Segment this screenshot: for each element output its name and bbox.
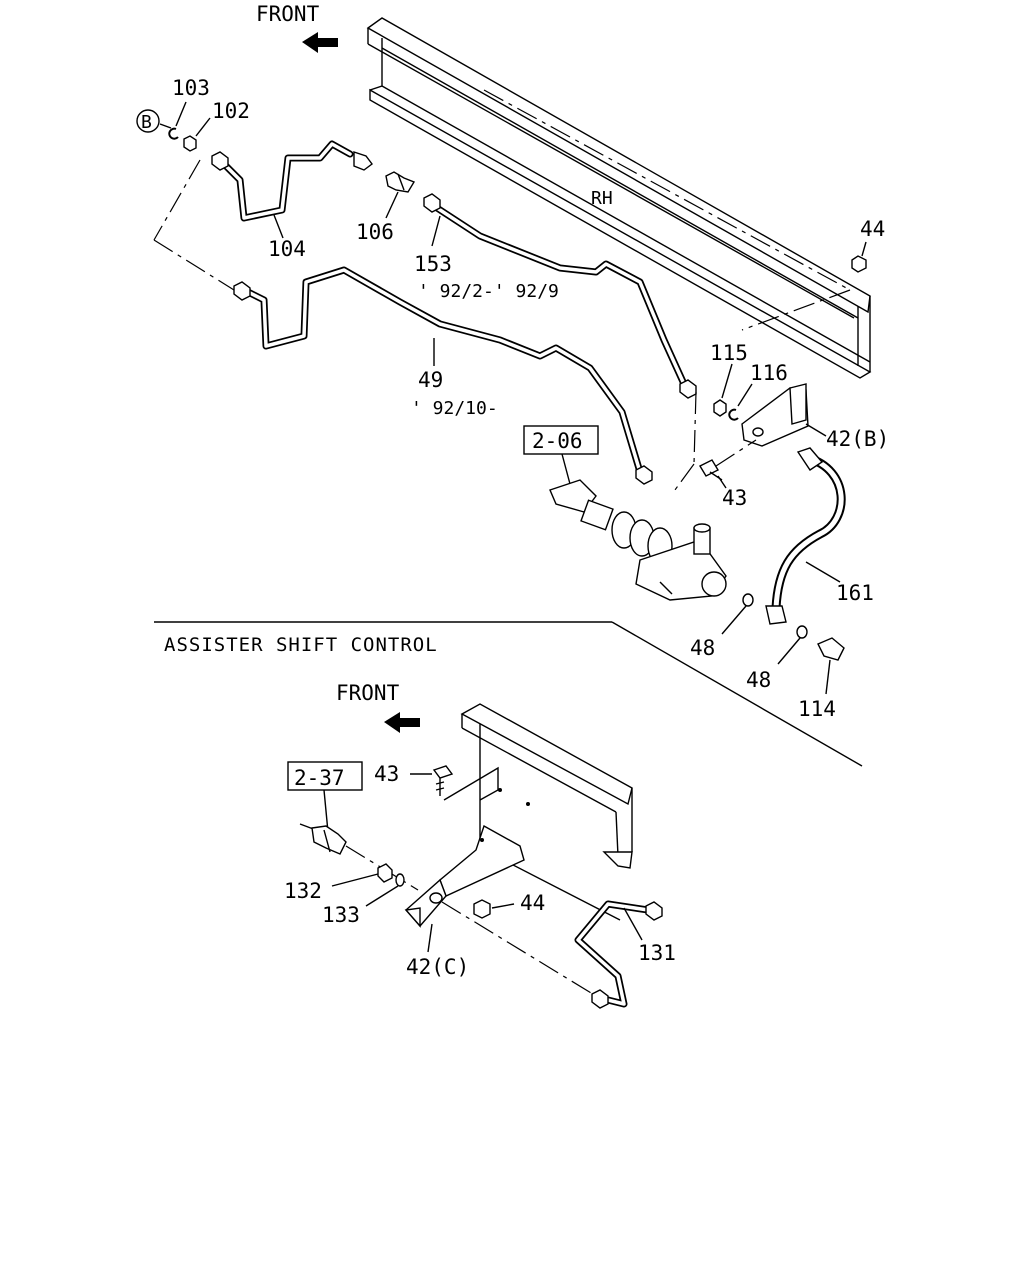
- label-49-date: ' 92/10-: [411, 398, 498, 419]
- section-divider: [154, 621, 863, 767]
- label-115: 115: [710, 341, 748, 365]
- front-label-top: FRONT: [256, 2, 320, 26]
- nut-44-bottom: [473, 899, 491, 919]
- label-43-top: 43: [722, 486, 747, 510]
- nut-44-top: [851, 255, 867, 273]
- label-48-right: 48: [746, 668, 771, 692]
- callout-b-circle: B: [136, 109, 160, 133]
- label-44-bottom: 44: [520, 891, 545, 915]
- pipe-49: [233, 266, 653, 485]
- ref-box-2-37: 2-37: [287, 761, 363, 791]
- pipe-104: [211, 140, 373, 222]
- pipe-153: [423, 193, 697, 399]
- pipe-131: [574, 900, 663, 1009]
- front-arrow-bottom-icon: [384, 712, 420, 733]
- ref-2-06-text: 2-06: [532, 429, 583, 453]
- bolt-114: [817, 637, 845, 661]
- nut-132: [377, 863, 393, 883]
- label-104: 104: [268, 237, 306, 261]
- bolt-43-bottom: [432, 765, 454, 796]
- label-42b: 42(B): [826, 427, 889, 451]
- label-48-left: 48: [690, 636, 715, 660]
- label-103: 103: [172, 76, 210, 100]
- label-44-top: 44: [860, 217, 885, 241]
- hose-161: [765, 447, 846, 625]
- nut-102: [183, 135, 197, 152]
- label-153-date: ' 92/2-' 92/9: [418, 281, 559, 302]
- label-161: 161: [836, 581, 874, 605]
- callout-b-symbol: B: [141, 112, 152, 133]
- frame-rail-bottom: [460, 703, 633, 921]
- label-49: 49: [418, 368, 443, 392]
- section-title: ASSISTER SHIFT CONTROL: [164, 634, 438, 656]
- valve-fitting: [299, 823, 347, 855]
- label-106: 106: [356, 220, 394, 244]
- label-116: 116: [750, 361, 788, 385]
- rh-label: RH: [591, 188, 613, 209]
- washer-133: [395, 873, 405, 887]
- bolt-43-top: [699, 459, 723, 481]
- bracket-42b: [741, 383, 809, 447]
- front-arrow-icon: [302, 32, 338, 53]
- shift-cylinder: [549, 479, 727, 601]
- frame-rail-top: [366, 17, 872, 379]
- washer-48-left: [742, 593, 754, 607]
- washer-48-right: [796, 625, 808, 639]
- label-153: 153: [414, 252, 452, 276]
- label-42c: 42(C): [406, 955, 469, 979]
- ref-box-2-06: 2-06: [523, 425, 599, 455]
- front-label-bottom: FRONT: [336, 681, 400, 705]
- label-131: 131: [638, 941, 676, 965]
- label-114: 114: [798, 697, 836, 721]
- union-106: [385, 171, 416, 193]
- label-132: 132: [284, 879, 322, 903]
- label-102: 102: [212, 99, 250, 123]
- label-43-bottom: 43: [374, 762, 399, 786]
- nut-115: [713, 399, 727, 417]
- bracket-42c: [404, 766, 530, 928]
- label-133: 133: [322, 903, 360, 927]
- ref-2-37-text: 2-37: [294, 766, 345, 790]
